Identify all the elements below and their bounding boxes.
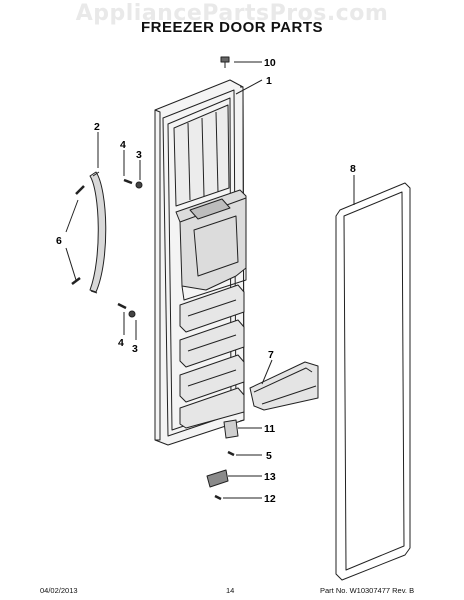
upper-screw-spacer [123, 178, 143, 189]
callout-4-lower: 4 [118, 337, 124, 349]
door-bin [249, 361, 319, 411]
callout-12: 12 [264, 493, 276, 505]
handle-screws [71, 185, 85, 285]
dispenser-housing [175, 189, 247, 301]
callout-8: 8 [350, 163, 356, 175]
callout-10: 10 [264, 57, 276, 69]
callout-2: 2 [94, 121, 100, 133]
footer-page-number: 14 [226, 586, 235, 595]
callout-11: 11 [264, 423, 275, 435]
lower-screw-spacer [117, 302, 136, 318]
footer-part-number: Part No. W10307477 Rev. B [320, 586, 415, 595]
door-shelves [179, 284, 245, 429]
door-gasket [335, 182, 411, 581]
callout-13: 13 [264, 471, 276, 483]
watermark: AppliancePartsPros.com [75, 1, 389, 26]
hinge-parts [206, 419, 239, 501]
page-title: FREEZER DOOR PARTS [140, 19, 324, 36]
callout-3-lower: 3 [132, 343, 138, 355]
callout-5: 5 [266, 450, 272, 462]
callout-3-upper: 3 [136, 149, 142, 161]
callout-4-upper: 4 [120, 139, 126, 151]
door-handle [89, 171, 107, 294]
footer-date: 04/02/2013 [40, 586, 78, 595]
callout-1: 1 [266, 75, 272, 87]
callout-6: 6 [56, 235, 62, 247]
top-hinge-screw [220, 56, 230, 68]
callout-7: 7 [268, 349, 274, 361]
